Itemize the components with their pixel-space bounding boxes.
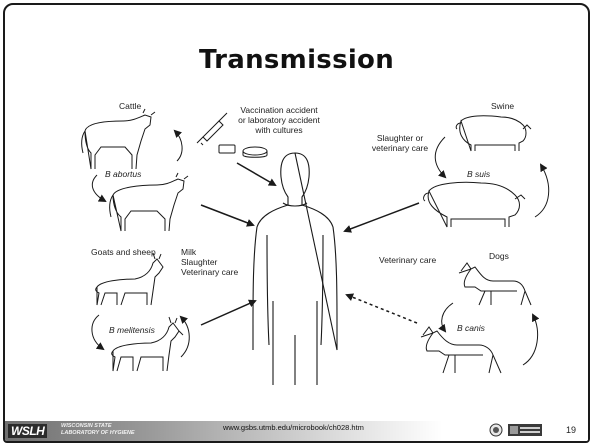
- cattle-cycle-arrow-left: [92, 175, 105, 201]
- label-dogs: Dogs: [489, 251, 509, 261]
- slide-footer: WSLH WISCONSIN STATE LABORATORY OF HYGIE…: [5, 421, 588, 441]
- arrow-cattle-to-human: [201, 205, 253, 225]
- cattle-top-drawing: [82, 109, 155, 169]
- goat-cycle-arrow-right: [181, 317, 189, 357]
- swine-bottom-drawing: [424, 182, 525, 227]
- petri-dish-drawing: [219, 145, 267, 157]
- label-milk-line1: Milk: [181, 247, 238, 257]
- dog-cycle-arrow-left: [442, 303, 453, 331]
- label-slaughter-line2: veterinary care: [365, 143, 435, 153]
- dog-bottom-drawing: [421, 327, 501, 373]
- label-b-suis: B suis: [467, 169, 490, 179]
- label-vaccination-line2: or laboratory accident: [219, 115, 339, 125]
- label-milk: Milk Slaughter Veterinary care: [181, 247, 238, 277]
- source-url[interactable]: www.gsbs.utmb.edu/microbook/ch028.htm: [223, 423, 364, 432]
- human-silhouette: [253, 153, 337, 385]
- label-b-melitensis: B melitensis: [109, 325, 155, 335]
- label-cattle: Cattle: [119, 101, 141, 111]
- swine-cycle-arrow-right: [535, 165, 549, 217]
- arrow-dog-to-human: [347, 295, 417, 323]
- lab-name-line1: WISCONSIN STATE: [61, 423, 135, 430]
- label-slaughter-line1: Slaughter or: [365, 133, 435, 143]
- label-milk-line3: Veterinary care: [181, 267, 238, 277]
- cattle-bottom-drawing: [110, 173, 188, 231]
- arrow-lab-to-human: [237, 163, 275, 185]
- goat-top-drawing: [96, 253, 163, 305]
- page-number: 19: [566, 425, 576, 435]
- dog-cycle-arrow-right: [523, 315, 538, 365]
- label-milk-line2: Slaughter: [181, 257, 238, 267]
- dog-top-drawing: [459, 263, 531, 305]
- label-goats-sheep: Goats and sheep: [91, 247, 156, 257]
- label-vaccination-line3: with cultures: [219, 125, 339, 135]
- label-vaccination-line1: Vaccination accident: [219, 105, 339, 115]
- transmission-diagram: [5, 5, 588, 421]
- label-swine: Swine: [491, 101, 514, 111]
- goat-cycle-arrow-left: [92, 315, 103, 349]
- swine-top-drawing: [456, 116, 531, 151]
- lab-name-line2: LABORATORY OF HYGIENE: [61, 430, 135, 437]
- label-vaccination: Vaccination accident or laboratory accid…: [219, 105, 339, 135]
- cattle-cycle-arrow-right: [175, 131, 182, 161]
- swine-cycle-arrow-left: [435, 137, 445, 177]
- label-veterinary-care: Veterinary care: [379, 255, 436, 265]
- label-b-abortus: B abortus: [105, 169, 141, 179]
- arrow-goat-to-human: [201, 301, 255, 325]
- university-seal-icon: [489, 423, 503, 437]
- uw-medical-school-logo-icon: [508, 424, 542, 436]
- lab-name: WISCONSIN STATE LABORATORY OF HYGIENE: [61, 423, 135, 437]
- wslh-logo: WSLH: [8, 424, 47, 438]
- label-slaughter: Slaughter or veterinary care: [365, 133, 435, 153]
- label-b-canis: B canis: [457, 323, 485, 333]
- arrow-swine-to-human: [345, 203, 419, 231]
- slide: Transmission: [3, 3, 590, 443]
